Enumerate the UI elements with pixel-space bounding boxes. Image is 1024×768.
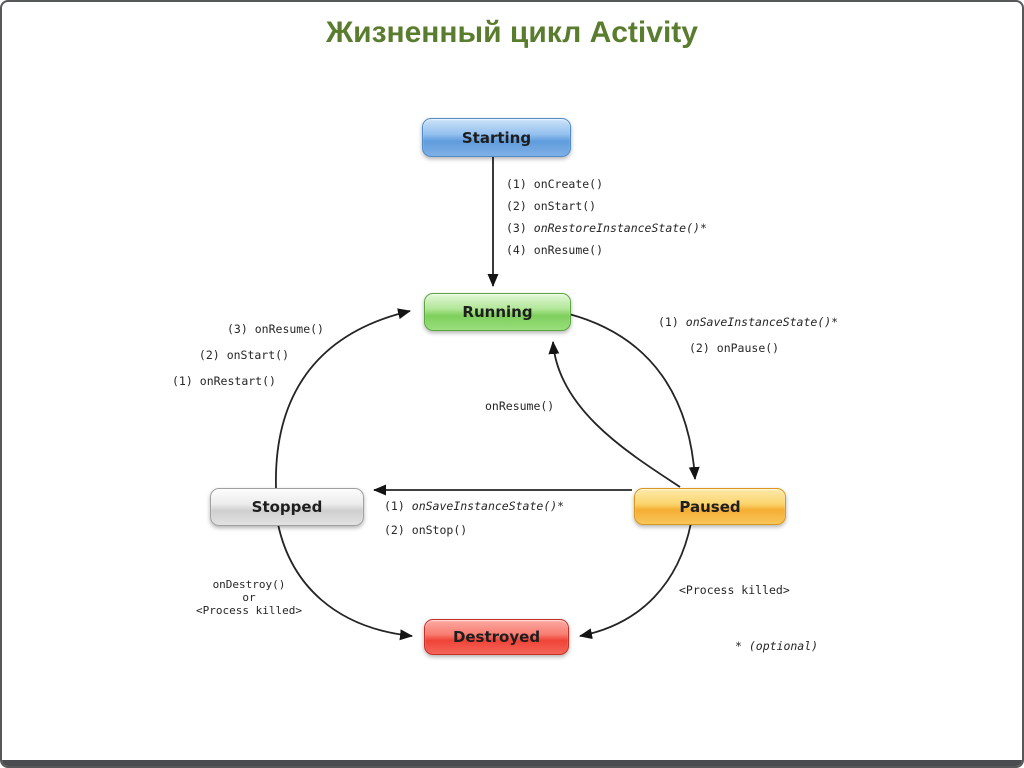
node-paused: Paused xyxy=(634,488,786,525)
label-starting-to-running: (1)onCreate() (2)onStart() (3)onRestoreI… xyxy=(506,177,707,257)
node-starting: Starting xyxy=(422,118,571,157)
label-optional-footnote: * (optional) xyxy=(735,639,819,653)
label-stopped-to-destroyed: onDestroy() or <Process killed> xyxy=(196,578,302,617)
label-paused-to-stopped: (1)onSaveInstanceState()* (2)onStop() xyxy=(384,499,565,537)
label-running-to-paused: (1)onSaveInstanceState()* (2)onPause() xyxy=(658,315,839,355)
slide-title: Жизненный цикл Activity xyxy=(326,16,698,49)
node-running: Running xyxy=(424,293,571,331)
edge-stopped-to-destroyed xyxy=(277,523,413,641)
node-stopped: Stopped xyxy=(210,488,364,526)
slide-footer-bar xyxy=(2,760,1022,766)
label-paused-to-running: onResume() xyxy=(485,399,555,413)
edge-running-to-paused xyxy=(568,313,700,480)
edge-paused-to-destroyed xyxy=(579,522,692,640)
label-paused-to-destroyed: <Process killed> xyxy=(679,583,790,597)
edge-stopped-to-running xyxy=(275,308,411,489)
node-destroyed: Destroyed xyxy=(424,619,569,655)
edge-paused-to-running xyxy=(548,341,681,488)
label-stopped-to-running: (3)onResume() (2)onStart() (1)onRestart(… xyxy=(172,322,324,388)
